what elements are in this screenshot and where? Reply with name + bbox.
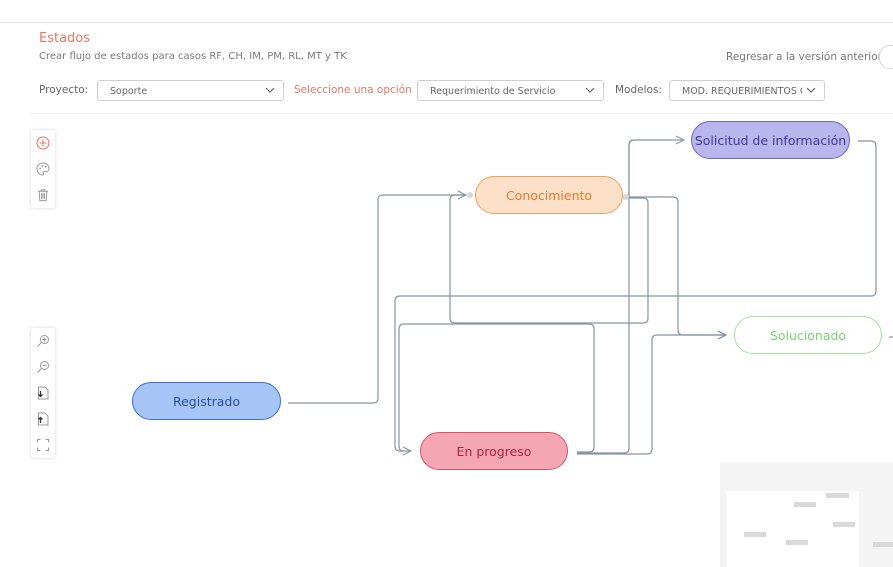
project-select[interactable]: Soporte	[97, 80, 284, 101]
edge-conocimiento-solicitud[interactable]	[623, 140, 684, 197]
add-icon	[36, 136, 50, 150]
fit-screen-button[interactable]	[31, 432, 55, 458]
add-state-button[interactable]	[31, 130, 55, 156]
state-node-registrado[interactable]: Registrado	[132, 382, 281, 420]
edge-en-progreso-solicitud[interactable]	[577, 139, 635, 454]
project-select-value: Soporte	[110, 86, 148, 97]
minimap-node	[826, 493, 849, 498]
chevron-down-icon	[806, 87, 816, 93]
state-node-label: Conocimiento	[505, 187, 593, 203]
edge-solicitud-en-progreso[interactable]	[394, 140, 877, 451]
minimap-node	[873, 542, 893, 547]
zoom-in-icon	[37, 335, 49, 347]
palette-icon	[36, 162, 50, 176]
download-button[interactable]	[31, 380, 55, 406]
minimap-node	[744, 532, 766, 537]
option-select-value: Requerimiento de Servicio	[430, 86, 556, 97]
chevron-down-icon	[585, 87, 595, 93]
edit-toolbar	[31, 130, 55, 208]
option-label: Seleccione una opción	[294, 84, 412, 96]
minimap-viewport[interactable]	[726, 491, 859, 567]
palette-button[interactable]	[31, 156, 55, 182]
toolbar-divider	[30, 113, 893, 114]
revert-version-label: Regresar a la versión anterior	[726, 51, 882, 63]
connector-handle[interactable]	[623, 194, 629, 200]
project-label: Proyecto:	[39, 84, 89, 96]
models-select[interactable]: MOD. REQUERIMIENTOS Q...	[669, 80, 825, 101]
fit-screen-icon	[37, 439, 49, 451]
header-divider	[0, 22, 893, 23]
page-title: Estados	[39, 31, 91, 46]
state-node-label: Solicitud de información	[694, 132, 847, 148]
state-node-conocimiento[interactable]: Conocimiento	[475, 176, 623, 214]
edge-en-progreso-solucionado[interactable]	[577, 335, 726, 455]
models-select-value: MOD. REQUERIMIENTOS Q...	[682, 86, 802, 97]
models-label: Modelos:	[615, 84, 662, 96]
page-subtitle: Crear flujo de estados para casos RF, CH…	[39, 51, 347, 62]
edge-conocimiento-solucionado[interactable]	[623, 196, 726, 335]
state-node-en-progreso[interactable]: En progreso	[420, 432, 568, 470]
zoom-out-button[interactable]	[31, 354, 55, 380]
edge-en-progreso-loop[interactable]	[398, 323, 595, 453]
minimap-node	[833, 522, 855, 527]
upload-button[interactable]	[31, 406, 55, 432]
zoom-out-icon	[37, 361, 49, 373]
state-node-label: Solucionado	[769, 327, 847, 343]
connector-handle[interactable]	[467, 192, 473, 198]
revert-version-toggle[interactable]	[879, 45, 893, 69]
download-icon	[38, 386, 49, 400]
edge-conocimiento-loop[interactable]	[449, 194, 649, 324]
state-node-solicitud[interactable]: Solicitud de información	[691, 121, 850, 159]
minimap-node	[794, 502, 816, 507]
chevron-down-icon	[265, 87, 275, 93]
state-node-solucionado[interactable]: Solucionado	[734, 316, 882, 354]
edge-registrado-conocimiento[interactable]	[288, 195, 466, 404]
delete-button[interactable]	[31, 182, 55, 208]
view-toolbar	[31, 328, 55, 458]
state-node-label: Registrado	[172, 393, 241, 409]
trash-icon	[38, 189, 48, 202]
option-select[interactable]: Requerimiento de Servicio	[417, 80, 604, 101]
minimap[interactable]	[720, 462, 893, 567]
state-node-label: En progreso	[456, 443, 532, 459]
zoom-in-button[interactable]	[31, 328, 55, 354]
upload-icon	[38, 412, 49, 426]
minimap-node	[786, 540, 808, 545]
